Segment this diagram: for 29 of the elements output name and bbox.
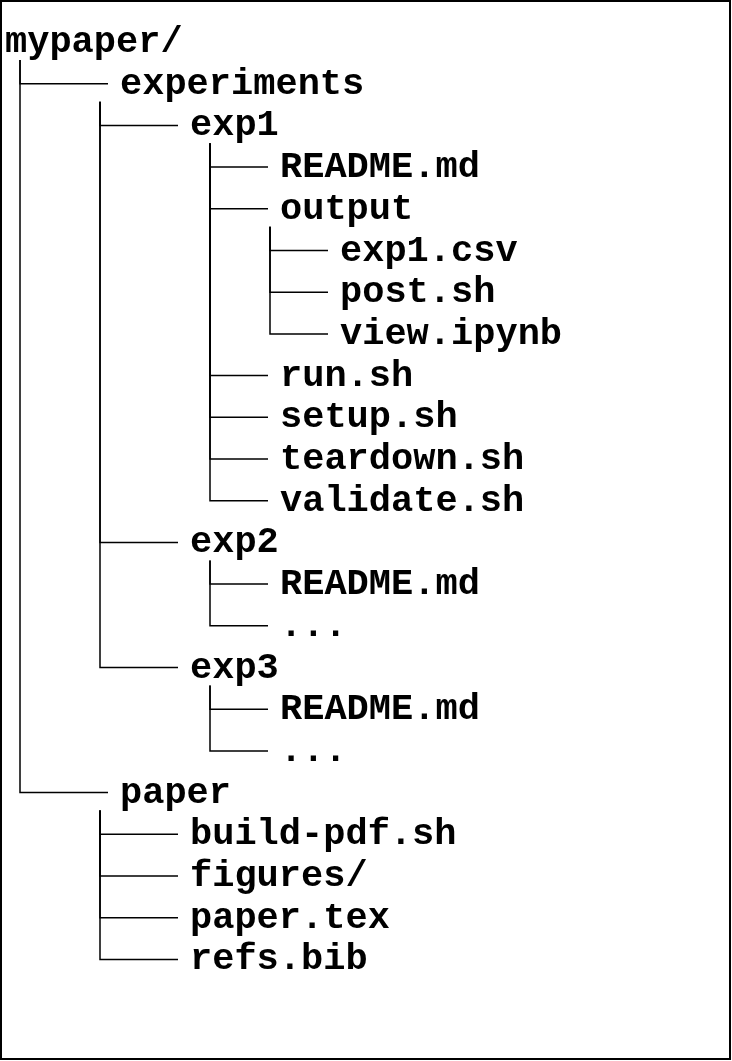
- tree-entry: README.md: [280, 147, 480, 188]
- tree-connector: [209, 559, 269, 627]
- tree-entry: README.md: [280, 689, 480, 730]
- tree-entry: figures/: [190, 856, 368, 896]
- tree-entry: exp1.csv: [340, 230, 518, 271]
- tree-connector: [19, 59, 109, 794]
- tree-entry: validate.sh: [280, 480, 525, 521]
- tree-entry: experiments: [120, 63, 365, 104]
- tree-connector: [209, 684, 269, 752]
- tree-connector: [99, 809, 179, 961]
- tree-entry: refs.bib: [190, 939, 368, 980]
- tree-entry: exp2: [190, 522, 279, 563]
- tree-entry: run.sh: [280, 355, 414, 396]
- tree-entry: build-pdf.sh: [190, 814, 457, 855]
- tree-entry: teardown.sh: [280, 439, 525, 479]
- tree-entry: paper.tex: [190, 897, 390, 938]
- tree-entry: exp3: [190, 647, 279, 688]
- tree-entry: view.ipynb: [340, 313, 563, 354]
- tree-connector: [99, 100, 179, 669]
- tree-entry: post.sh: [340, 272, 496, 313]
- root-folder-name: mypaper/: [5, 22, 183, 62]
- tree-entry: setup.sh: [280, 397, 458, 438]
- tree-entry: output: [280, 188, 414, 229]
- tree-entry: ...: [280, 605, 347, 646]
- tree-entry: ...: [280, 730, 347, 771]
- tree-entry: paper: [120, 772, 232, 813]
- tree-connector: [269, 226, 329, 335]
- tree-entry: README.md: [280, 564, 480, 605]
- tree-entry: exp1: [190, 105, 279, 146]
